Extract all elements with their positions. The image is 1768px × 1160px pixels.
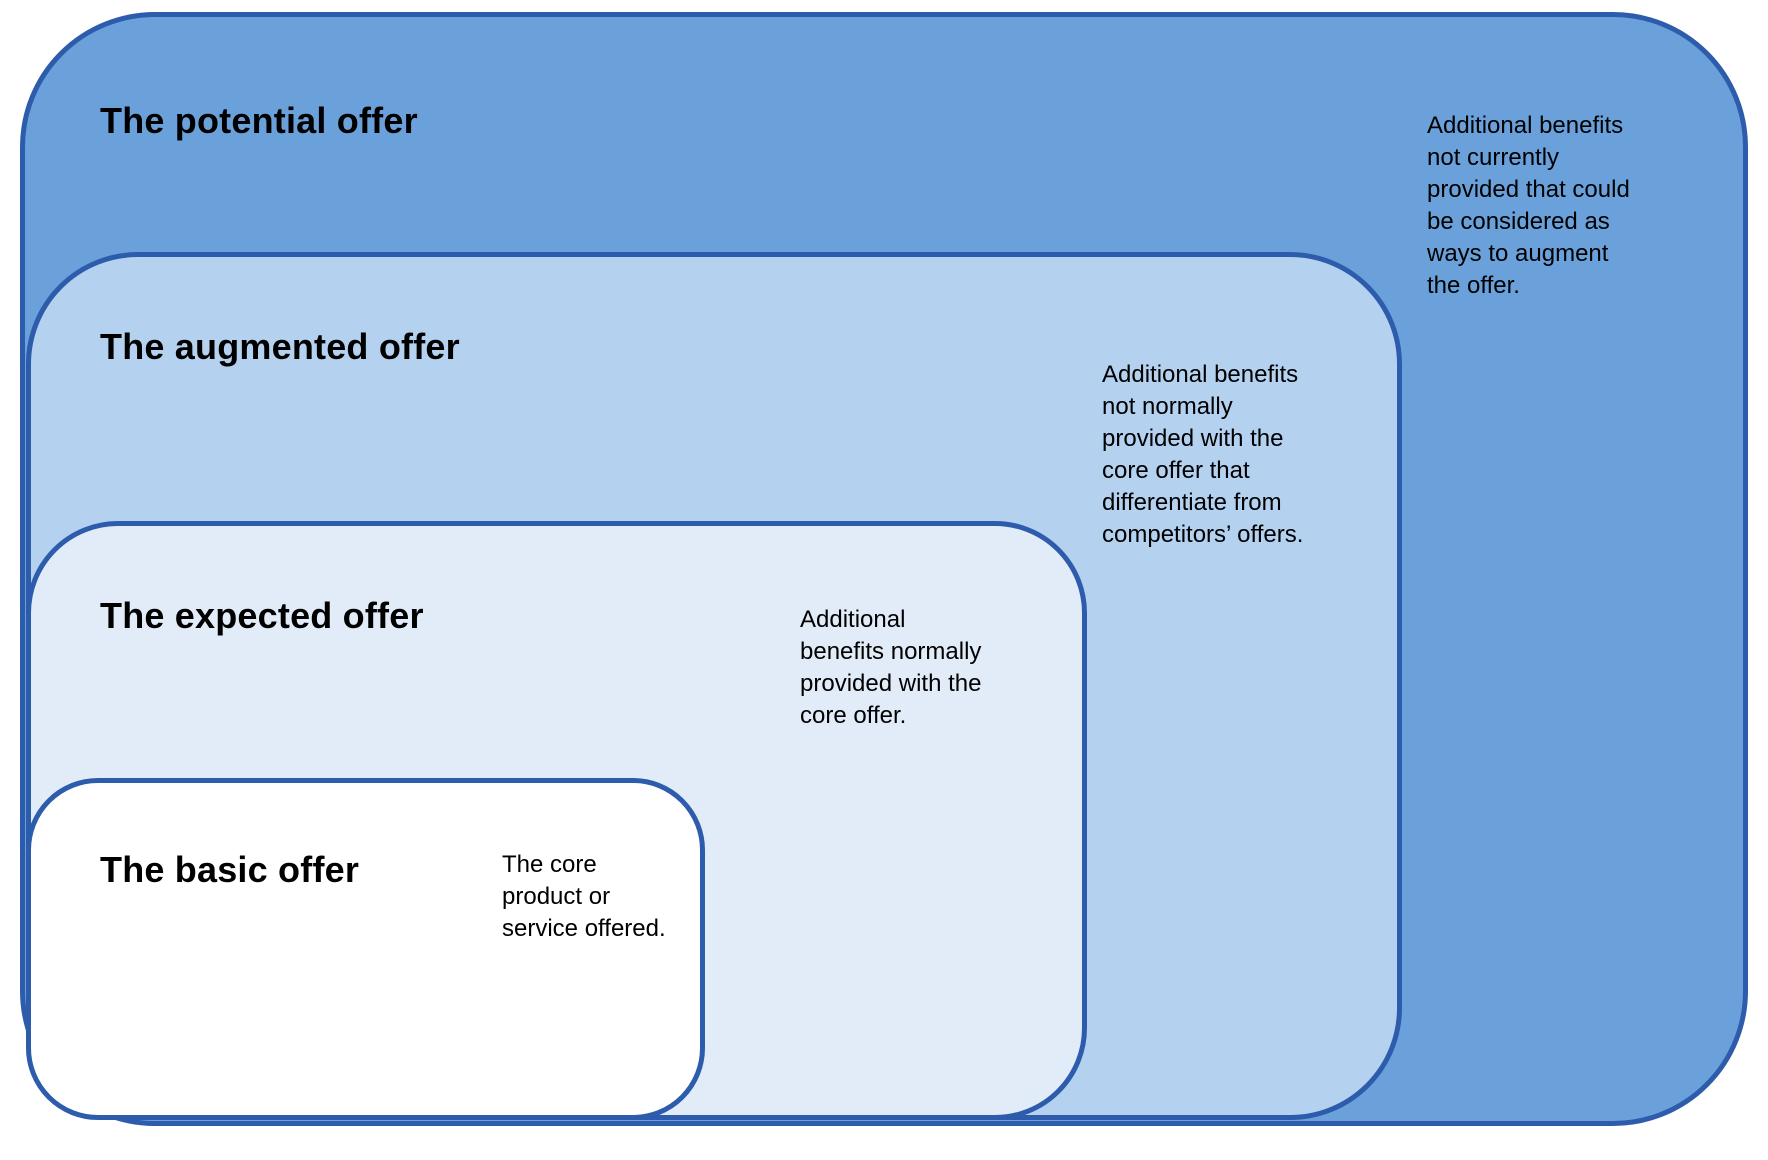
basic-offer-label: The basic offer: [100, 849, 360, 890]
basic-offer-description: The core product or service offered.: [502, 851, 666, 942]
potential-offer-description: Additional benefits not currently provid…: [1427, 112, 1630, 299]
augmented-offer-label: The augmented offer: [100, 326, 460, 367]
expected-offer-label: The expected offer: [100, 595, 424, 636]
augmented-offer-description: Additional benefits not normally provide…: [1102, 361, 1304, 548]
expected-offer-description: Additional benefits normally provided wi…: [800, 606, 982, 729]
potential-offer-label: The potential offer: [100, 100, 418, 141]
layer-basic-offer: The basic offer The core product or serv…: [26, 778, 705, 1120]
